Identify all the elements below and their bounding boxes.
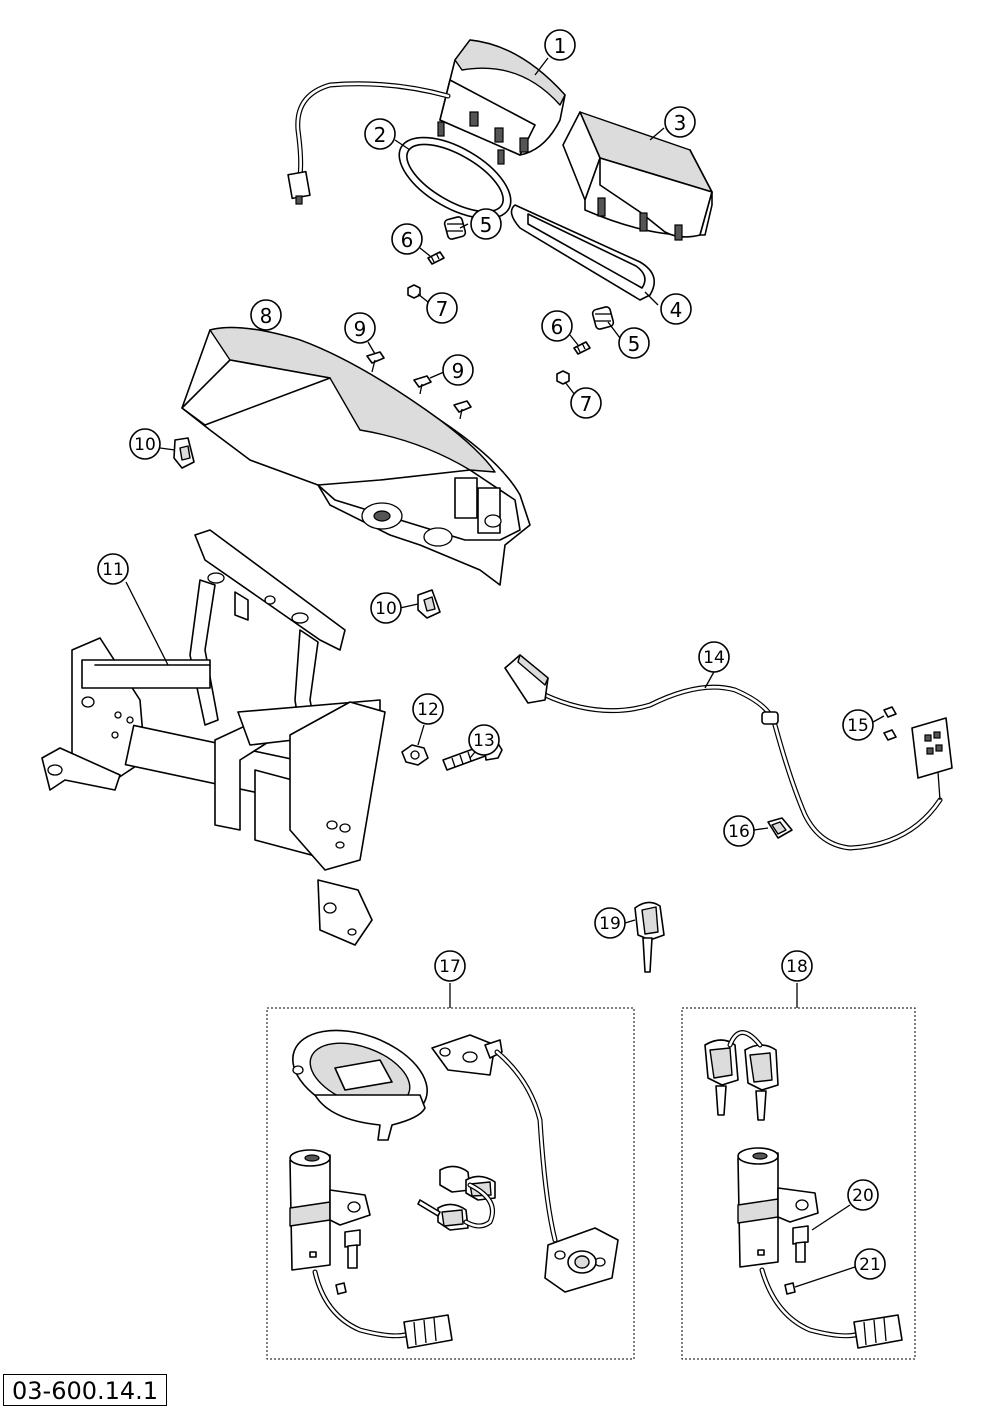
svg-text:5: 5 bbox=[628, 332, 641, 356]
callout-21: 21 bbox=[854, 1248, 886, 1280]
svg-text:9: 9 bbox=[354, 317, 367, 341]
callout-4: 4 bbox=[660, 293, 692, 325]
callout-9a: 9 bbox=[344, 312, 376, 344]
svg-text:14: 14 bbox=[703, 648, 725, 668]
document-code-label: 03-600.14.1 bbox=[3, 1374, 168, 1406]
leader-lines bbox=[125, 57, 885, 1288]
part-key bbox=[634, 901, 665, 973]
svg-text:17: 17 bbox=[439, 957, 461, 977]
svg-text:2: 2 bbox=[374, 123, 387, 147]
callout-2: 2 bbox=[364, 118, 396, 150]
callout-12: 12 bbox=[412, 693, 444, 725]
svg-text:12: 12 bbox=[417, 700, 439, 720]
svg-text:9: 9 bbox=[452, 359, 465, 383]
callout-18: 18 bbox=[781, 950, 813, 982]
part-tank-cap bbox=[292, 1029, 428, 1141]
callout-5a: 5 bbox=[470, 208, 502, 240]
part-screw-3 bbox=[453, 400, 472, 420]
callout-10b: 10 bbox=[370, 592, 402, 624]
svg-text:21: 21 bbox=[859, 1255, 881, 1275]
part-instrument-bracket bbox=[41, 529, 386, 946]
callout-13: 13 bbox=[468, 724, 500, 756]
callout-15: 15 bbox=[842, 709, 874, 741]
part-rubber-grommet bbox=[443, 216, 467, 240]
callout-7a: 7 bbox=[426, 292, 458, 324]
svg-text:10: 10 bbox=[134, 435, 156, 455]
svg-text:6: 6 bbox=[401, 228, 414, 252]
part-cable-clip bbox=[767, 817, 793, 839]
part-switch-screw bbox=[883, 706, 897, 741]
speedometer-cable bbox=[287, 81, 451, 205]
svg-text:13: 13 bbox=[473, 731, 495, 751]
svg-text:6: 6 bbox=[551, 315, 564, 339]
callout-14: 14 bbox=[698, 641, 730, 673]
callout-11: 11 bbox=[97, 553, 129, 585]
ignition-lock-kit-box bbox=[681, 1007, 916, 1360]
svg-text:18: 18 bbox=[786, 957, 808, 977]
svg-text:20: 20 bbox=[852, 1186, 874, 1206]
callout-16: 16 bbox=[723, 815, 755, 847]
part-ignition-cylinder-kit bbox=[737, 1147, 903, 1349]
part-display-gasket bbox=[510, 204, 656, 301]
part-headlight-mask bbox=[181, 326, 531, 586]
callout-6b: 6 bbox=[541, 310, 573, 342]
part-bushing-2 bbox=[573, 341, 591, 355]
svg-text:16: 16 bbox=[728, 822, 750, 842]
svg-text:1: 1 bbox=[554, 34, 567, 58]
callout-9b: 9 bbox=[442, 354, 474, 386]
callout-20: 20 bbox=[847, 1179, 879, 1211]
part-ignition-cylinder bbox=[289, 1149, 453, 1349]
callout-1: 1 bbox=[544, 29, 576, 61]
callout-8: 8 bbox=[250, 299, 282, 331]
callout-7b: 7 bbox=[570, 387, 602, 419]
part-clip bbox=[173, 437, 195, 469]
svg-text:4: 4 bbox=[670, 298, 683, 322]
part-rubber-grommet-2 bbox=[591, 306, 615, 330]
part-nut-2 bbox=[556, 370, 570, 385]
callout-5b: 5 bbox=[618, 327, 650, 359]
part-keys-set bbox=[417, 1165, 496, 1231]
svg-text:3: 3 bbox=[674, 111, 687, 135]
callout-17: 17 bbox=[434, 950, 466, 982]
svg-text:15: 15 bbox=[847, 716, 869, 736]
part-nut-12 bbox=[401, 744, 429, 766]
svg-text:10: 10 bbox=[375, 599, 397, 619]
svg-text:7: 7 bbox=[436, 297, 449, 321]
part-seat-lock bbox=[431, 1034, 619, 1293]
callout-3: 3 bbox=[664, 106, 696, 138]
svg-text:19: 19 bbox=[599, 914, 621, 934]
svg-text:8: 8 bbox=[260, 304, 273, 328]
callout-19: 19 bbox=[594, 907, 626, 939]
part-screw-2 bbox=[413, 375, 432, 395]
part-clip-2 bbox=[417, 589, 441, 619]
part-key-pair bbox=[704, 1030, 779, 1121]
part-screw bbox=[366, 351, 385, 373]
callout-10a: 10 bbox=[129, 428, 161, 460]
part-switch-module bbox=[911, 717, 953, 801]
svg-text:7: 7 bbox=[580, 392, 593, 416]
callout-6a: 6 bbox=[391, 223, 423, 255]
part-speedometer-gasket bbox=[398, 136, 512, 220]
ignition-lock-set-box bbox=[266, 1007, 635, 1360]
part-display-unit bbox=[562, 111, 713, 241]
part-bushing bbox=[427, 251, 445, 265]
part-nut bbox=[407, 284, 421, 299]
svg-text:5: 5 bbox=[480, 213, 493, 237]
part-wiring-harness bbox=[504, 654, 943, 851]
svg-text:11: 11 bbox=[102, 560, 124, 580]
